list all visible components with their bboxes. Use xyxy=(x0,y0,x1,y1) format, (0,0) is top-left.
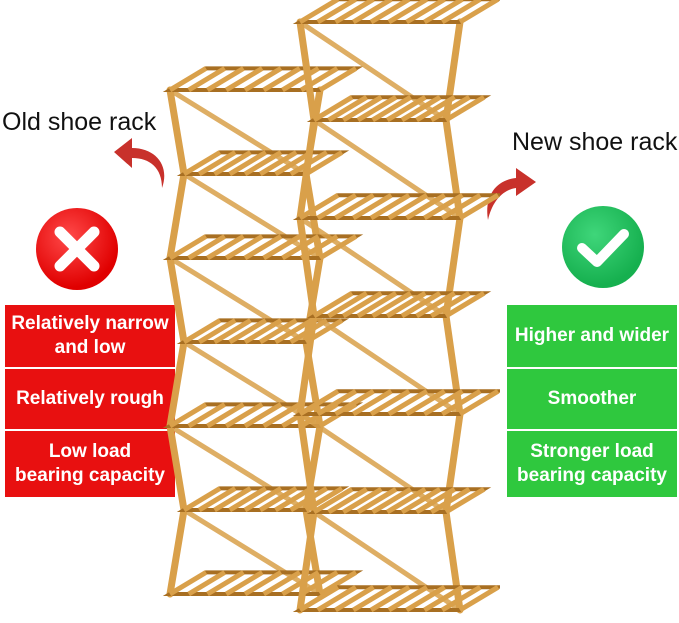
new-rack-drawing xyxy=(292,0,500,614)
old-feature-finish: Relatively rough xyxy=(5,369,175,431)
old-feature-load-text: Low load bearing capacity xyxy=(15,441,165,486)
old-feature-size: Relatively narrow and low xyxy=(5,305,175,369)
new-features-list: Higher and wider Smoother Stronger load … xyxy=(507,305,677,497)
old-features-list: Relatively narrow and low Relatively rou… xyxy=(5,305,175,497)
old-feature-finish-text: Relatively rough xyxy=(16,388,164,409)
old-feature-load: Low load bearing capacity xyxy=(5,431,175,497)
old-feature-size-text: Relatively narrow and low xyxy=(11,313,169,358)
new-rack-heading: New shoe rack xyxy=(512,128,678,156)
cross-badge xyxy=(36,208,118,290)
new-feature-size: Higher and wider xyxy=(507,305,677,369)
new-arrow-icon xyxy=(487,168,536,220)
old-rack-drawing xyxy=(162,66,364,598)
check-badge xyxy=(562,206,644,288)
new-feature-finish-text: Smoother xyxy=(547,388,637,409)
new-feature-load: Stronger load bearing capacity xyxy=(507,431,677,497)
new-feature-size-text: Higher and wider xyxy=(514,325,670,346)
x-icon xyxy=(54,226,100,272)
old-arrow-icon xyxy=(114,138,165,188)
new-feature-finish: Smoother xyxy=(507,369,677,431)
check-icon xyxy=(577,229,629,267)
new-feature-load-text: Stronger load bearing capacity xyxy=(517,441,667,486)
shoe-rack-image xyxy=(162,0,500,614)
old-rack-heading: Old shoe rack xyxy=(2,108,157,136)
